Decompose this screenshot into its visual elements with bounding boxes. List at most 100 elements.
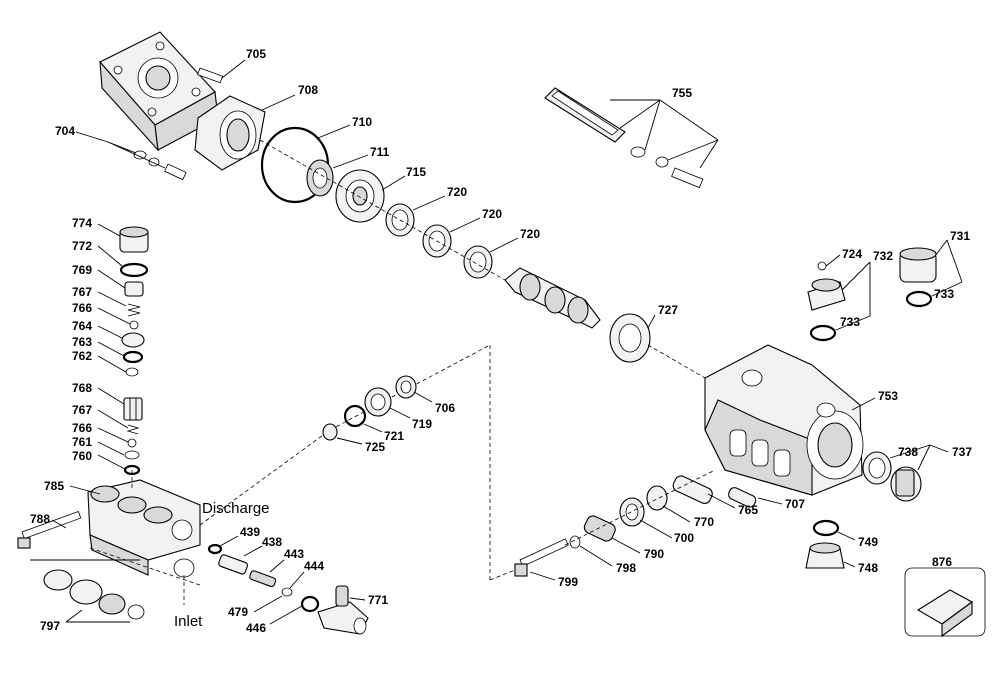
part-766-ball-upper [129, 320, 139, 330]
part-724-breather [807, 261, 846, 311]
part-755-hardware [630, 146, 704, 189]
part-725-seal [322, 423, 338, 441]
part-438-fitting [218, 554, 249, 575]
part-748-fitting [805, 542, 845, 569]
part-439-oring [207, 543, 223, 555]
label-732: 732 [873, 249, 893, 263]
part-444-spring [281, 587, 293, 597]
part-876-seal-kit [904, 567, 986, 638]
label-720-a: 720 [447, 185, 467, 199]
label-446: 446 [246, 621, 266, 635]
label-439: 439 [240, 525, 260, 539]
label-707: 707 [785, 497, 805, 511]
part-797-inlet-parts [43, 569, 145, 620]
label-753: 753 [878, 389, 898, 403]
part-705-screw [197, 67, 224, 84]
label-764: 764 [72, 319, 92, 333]
label-771: 771 [368, 593, 388, 607]
label-767-b: 767 [72, 403, 92, 417]
label-438: 438 [262, 535, 282, 549]
part-799-bolt [514, 538, 569, 577]
part-720-ring-c [463, 245, 493, 279]
part-762-ring [125, 367, 139, 377]
part-788-bolt [17, 510, 82, 549]
part-765-rod [672, 475, 713, 504]
part-446-oring [300, 595, 320, 613]
label-719: 719 [412, 417, 432, 431]
label-774: 774 [72, 216, 92, 230]
part-769-retainer [124, 281, 144, 297]
label-715: 715 [406, 165, 426, 179]
label-762: 762 [72, 349, 92, 363]
part-771-unloader [317, 585, 369, 635]
label-785: 785 [44, 479, 64, 493]
part-790-plunger [583, 515, 616, 542]
label-711: 711 [370, 145, 390, 159]
label-706: 706 [435, 401, 455, 415]
label-763: 763 [72, 335, 92, 349]
part-761-seat [124, 450, 140, 460]
part-770-seal [646, 485, 668, 511]
label-799: 799 [558, 575, 578, 589]
label-705: 705 [246, 47, 266, 61]
part-763-oring [122, 350, 144, 364]
label-720-c: 720 [520, 227, 540, 241]
label-755: 755 [672, 86, 692, 100]
part-785-manifold [87, 479, 201, 578]
label-768: 768 [72, 381, 92, 395]
part-733-oring-right [905, 290, 933, 308]
part-753-crankcase [704, 344, 864, 496]
part-731-plug [899, 247, 937, 283]
part-798-washer [569, 535, 581, 549]
label-797: 797 [40, 619, 60, 633]
label-772: 772 [72, 239, 92, 253]
part-721-oring [343, 404, 367, 428]
part-733-oring-left [809, 324, 837, 342]
label-738: 738 [898, 445, 918, 459]
part-715-bearing [335, 169, 385, 223]
part-443-stem [249, 570, 277, 588]
callout-inlet: Inlet [174, 613, 203, 630]
label-790: 790 [644, 547, 664, 561]
part-767-spring-lower [126, 424, 140, 435]
part-755-gasket [544, 87, 626, 143]
label-766-b: 766 [72, 421, 92, 435]
part-727-bearing [609, 313, 651, 363]
part-764-seat [121, 332, 145, 348]
label-798: 798 [616, 561, 636, 575]
label-737: 737 [952, 445, 972, 459]
label-769: 769 [72, 263, 92, 277]
label-733-a: 733 [840, 315, 860, 329]
part-767-spring-upper [127, 303, 141, 317]
part-704-cover-plate [99, 31, 219, 152]
part-738-hole [868, 457, 886, 479]
label-749: 749 [858, 535, 878, 549]
label-704: 704 [55, 124, 75, 138]
label-731: 731 [950, 229, 970, 243]
label-733-b: 733 [934, 287, 954, 301]
part-704-hardware [133, 150, 187, 181]
part-768-cage [123, 397, 143, 421]
label-724: 724 [842, 247, 862, 261]
label-788: 788 [30, 512, 50, 526]
label-479: 479 [228, 605, 248, 619]
part-774-plug [119, 226, 149, 253]
label-765: 765 [738, 503, 758, 517]
part-711-seal [306, 159, 334, 197]
part-700-ring [619, 497, 645, 527]
label-761: 761 [72, 435, 92, 449]
label-760: 760 [72, 449, 92, 463]
label-766-a: 766 [72, 301, 92, 315]
label-444: 444 [304, 559, 324, 573]
part-719-packing [364, 387, 392, 417]
label-443: 443 [284, 547, 304, 561]
part-772-oring [119, 262, 149, 278]
part-706-seal [395, 375, 417, 399]
label-727: 727 [658, 303, 678, 317]
label-748: 748 [858, 561, 878, 575]
part-crankshaft [504, 267, 601, 329]
part-707-pin [728, 487, 757, 508]
label-770: 770 [694, 515, 714, 529]
